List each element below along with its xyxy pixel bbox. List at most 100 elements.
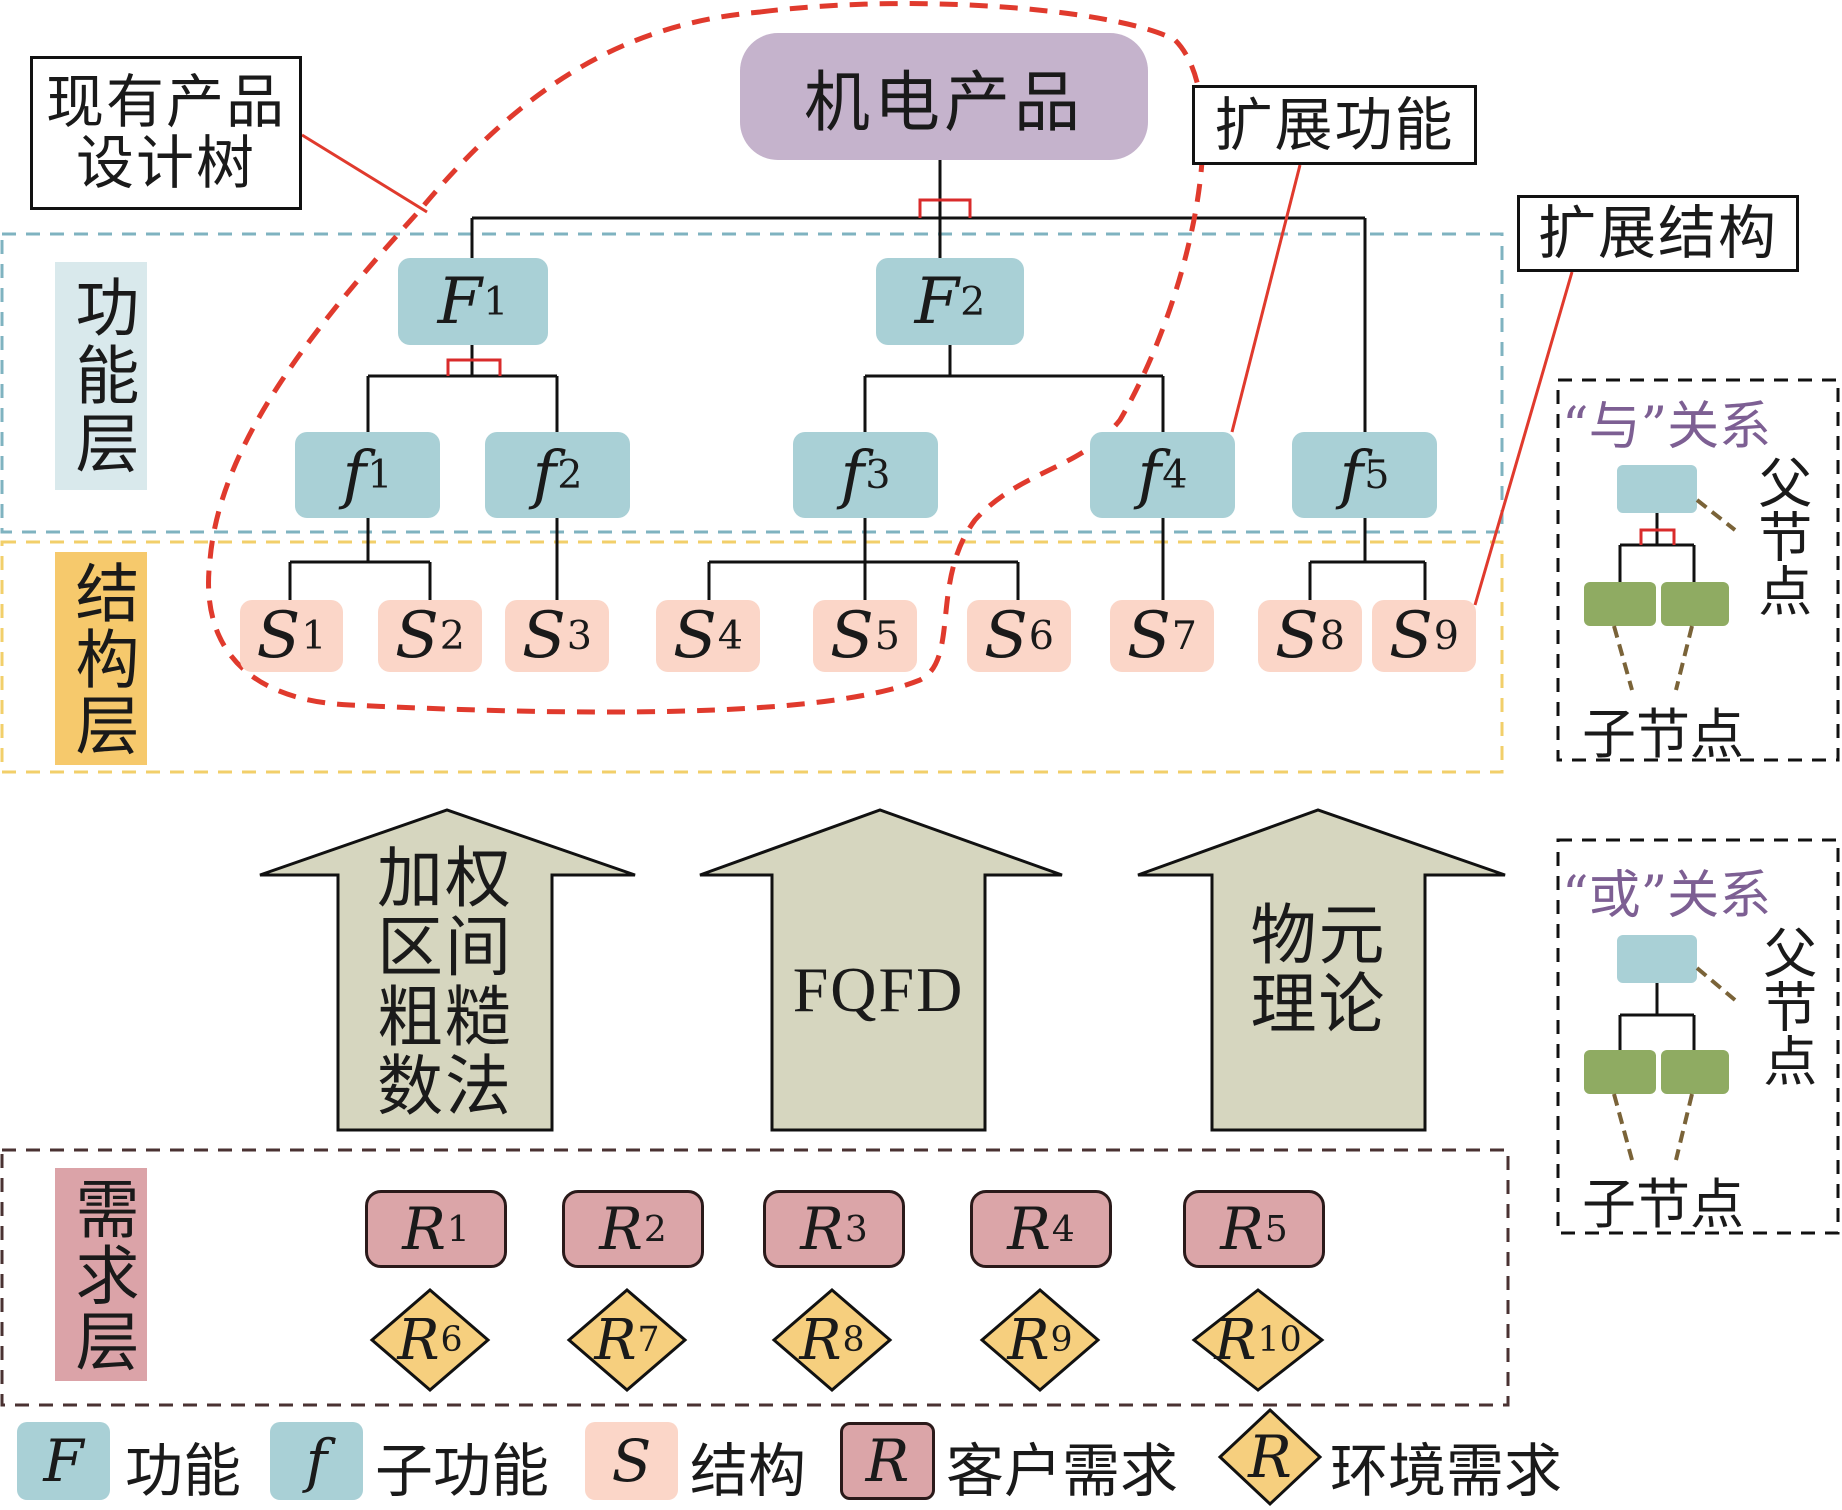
function-layer-tag-bg — [55, 262, 147, 490]
node-letter: S — [1126, 599, 1171, 673]
node-sub: 1 — [301, 613, 327, 659]
structure-layer-tag-bg — [55, 552, 147, 765]
node-sub: 4 — [1162, 452, 1188, 498]
node-sub: 3 — [844, 1208, 868, 1250]
node-sub: 3 — [566, 613, 593, 659]
callout-line-ext-structure — [1473, 271, 1574, 606]
node-sub: 7 — [1171, 613, 1198, 659]
requirement-layer-tag: 需求层 — [55, 1168, 147, 1381]
or-child-label: 子节点 — [1582, 1173, 1744, 1236]
structure-layer-tag: 结构层 — [55, 552, 147, 765]
node-letter: R — [1007, 1195, 1051, 1263]
node-letter: f — [1339, 438, 1364, 512]
function-layer-tag: 功能层 — [55, 262, 147, 490]
node-sub: 2 — [643, 1208, 667, 1250]
node-sub: 9 — [1433, 613, 1460, 659]
legend-environment-label: 环境需求 — [1330, 1437, 1563, 1505]
node-sub: 5 — [1364, 452, 1390, 498]
node-sub: 4 — [717, 613, 744, 659]
callout-line-existing — [301, 133, 428, 214]
requirement-layer-tag-bg — [55, 1168, 147, 1381]
callout-line-ext-function — [1230, 164, 1302, 433]
node-sub: 8 — [842, 1320, 865, 1360]
and-relation-title: “与”关系 — [1562, 397, 1772, 457]
callout-extended-structure: 扩展结构 — [1517, 195, 1799, 272]
function-node-sub: 1 — [483, 278, 509, 325]
requirement-layer-frame — [0, 1148, 1510, 1407]
node-sub: 2 — [439, 613, 466, 659]
function-node-sub: 2 — [960, 278, 986, 325]
node-letter: S — [672, 599, 717, 673]
node-letter: R — [1214, 1307, 1257, 1373]
node-letter: S — [983, 599, 1028, 673]
legend-subfunction-box: f — [270, 1422, 363, 1500]
node-sub: 5 — [1264, 1208, 1288, 1250]
root-node: 机电产品 — [740, 33, 1148, 160]
legend-customer-box: R — [840, 1422, 935, 1500]
structure-layer-frame — [0, 540, 1504, 774]
node-sub: 1 — [367, 452, 393, 498]
node-letter: S — [256, 599, 301, 673]
node-letter: f — [840, 438, 865, 512]
env-diamond — [566, 1288, 688, 1392]
node-sub: 1 — [446, 1208, 470, 1250]
or-parent-label: 父节点 — [1754, 925, 1817, 1087]
node-letter: R — [402, 1195, 446, 1263]
function-node-letter: F — [437, 264, 483, 339]
and-relation-panel — [1556, 378, 1840, 762]
node-letter: S — [1274, 599, 1319, 673]
node-letter: R — [594, 1307, 637, 1373]
node-letter: S — [1388, 599, 1433, 673]
legend-structure-label: 结构 — [690, 1437, 807, 1505]
node-sub: 5 — [874, 613, 901, 659]
node-sub: 8 — [1319, 613, 1346, 659]
env-diamond — [771, 1288, 893, 1392]
node-letter: f — [532, 438, 557, 512]
method-label-3: 物元 理论 — [1250, 896, 1387, 1043]
node-sub: 3 — [865, 452, 891, 498]
node-letter: R — [1007, 1307, 1050, 1373]
node-letter: f — [342, 438, 367, 512]
and-marker-root — [918, 198, 972, 218]
and-parent-label: 父节点 — [1748, 455, 1812, 617]
env-diamond — [979, 1288, 1101, 1392]
node-sub: 7 — [637, 1320, 660, 1360]
node-sub: 6 — [440, 1320, 463, 1360]
and-child-label: 子节点 — [1582, 703, 1744, 766]
callout-extended-function: 扩展功能 — [1192, 85, 1477, 165]
function-node-letter: F — [914, 264, 960, 339]
method-arrow-2 — [699, 808, 1063, 1132]
node-sub: 4 — [1051, 1208, 1075, 1250]
parent-label-text: 父节点 — [1748, 455, 1812, 617]
node-sub: 2 — [557, 452, 583, 498]
env-diamond — [369, 1288, 491, 1392]
env-diamond — [1191, 1288, 1325, 1392]
and-marker-F1 — [446, 358, 502, 376]
legend-subfunction-label: 子功能 — [375, 1437, 550, 1505]
callout-existing-tree: 现有产品 设计树 — [30, 56, 302, 210]
requirement-layer-label: 需求层 — [64, 1175, 139, 1374]
function-layer-frame — [0, 232, 1504, 534]
node-letter: f — [1137, 438, 1162, 512]
legend-env-diamond — [1217, 1407, 1323, 1507]
node-letter: S — [394, 599, 439, 673]
